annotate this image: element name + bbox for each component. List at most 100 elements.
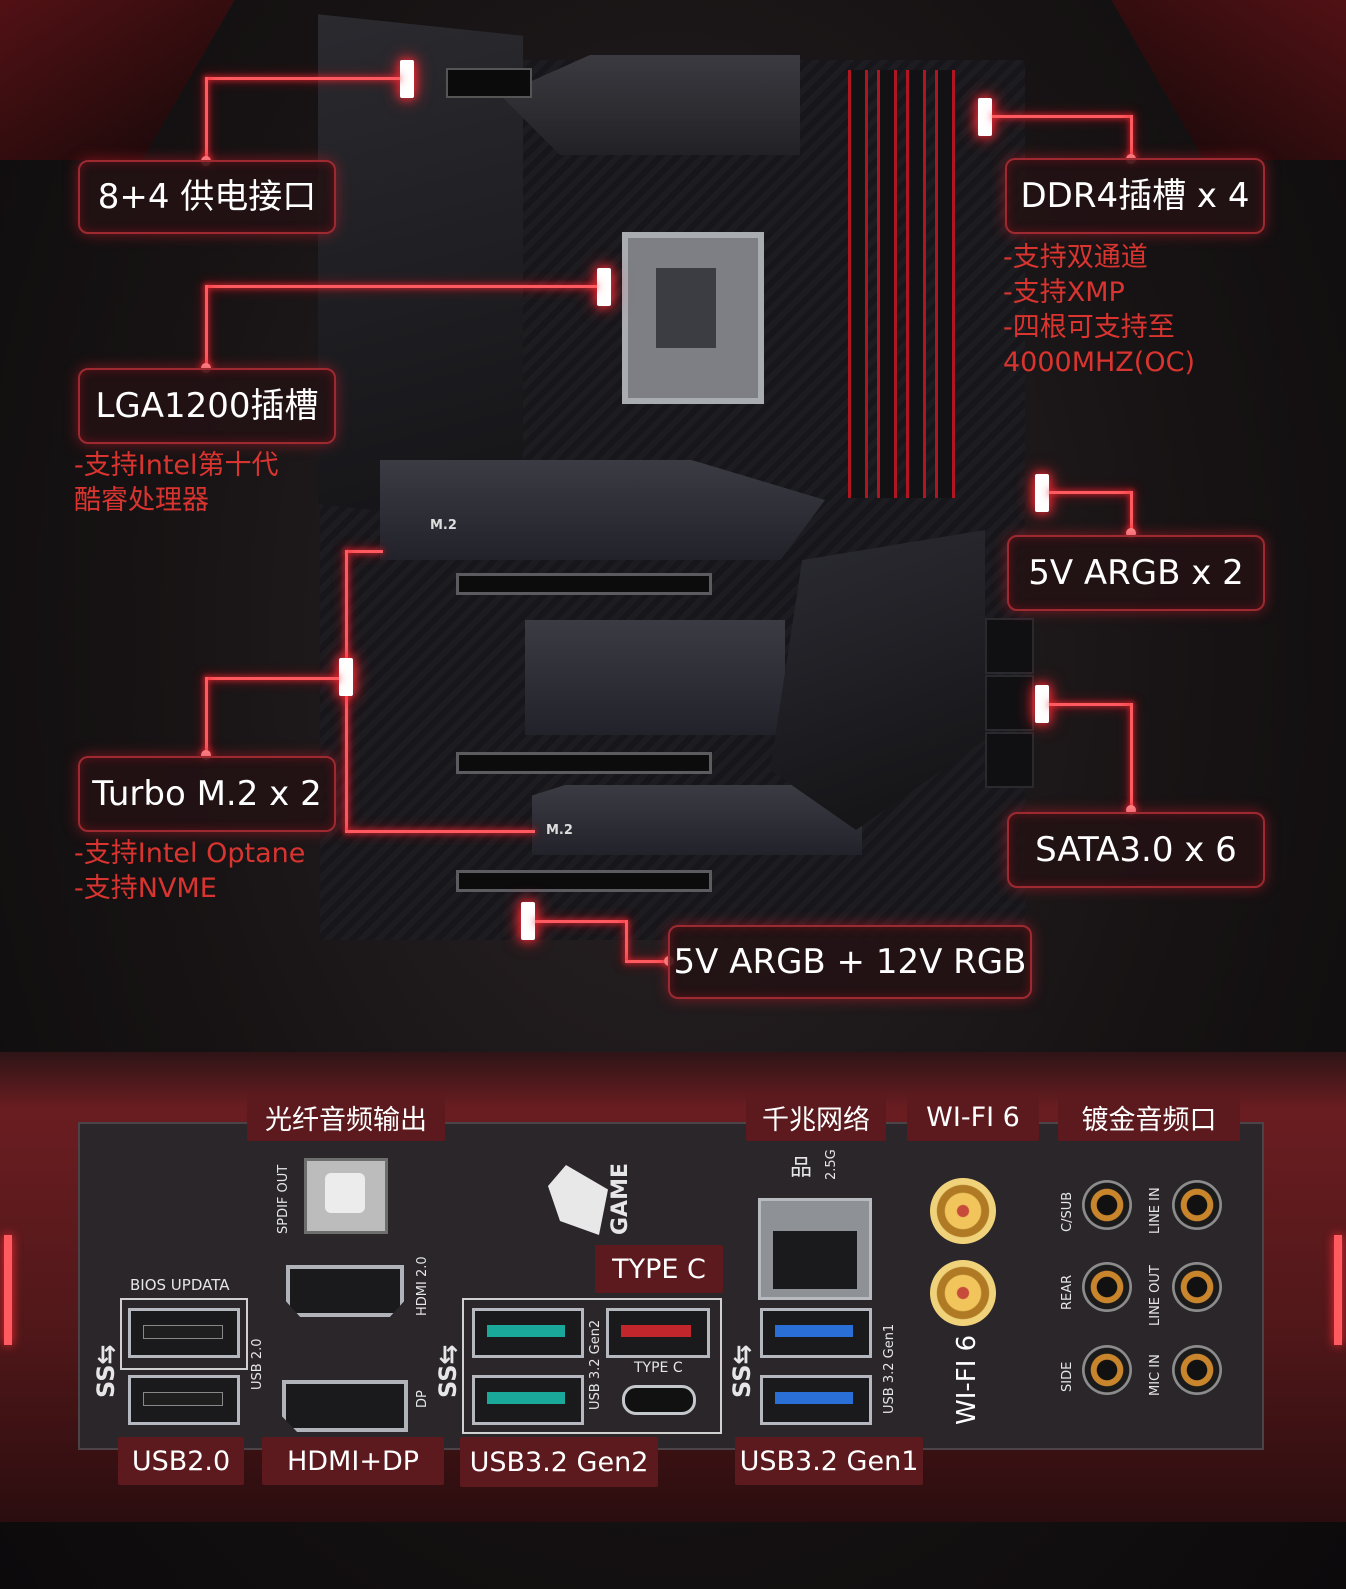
callout-line [625,920,628,962]
callout-line [1049,491,1133,494]
usb32-gen1-port [760,1375,872,1425]
optical-audio-tag: 光纤音频输出 [247,1093,445,1141]
callout-line [205,77,208,162]
ddr4-slot-tag: DDR4插槽 x 4 [1005,158,1265,234]
dimm-slot [935,70,955,498]
spdif-port [304,1158,388,1234]
lan-tag: 千兆网络 [746,1093,886,1141]
lan-speed-silk: 2.5G [824,1149,839,1180]
chipset-heatsink [525,620,785,735]
wifi-antenna-connector [930,1178,996,1244]
wifi-silk: WI-FI 6 [952,1334,982,1425]
callout-line [1130,703,1133,808]
callout-line [345,830,535,833]
gen2-silk: USB 3.2 Gen2 [588,1319,603,1410]
ddr4-note-4: 4000MHZ(OC) [1003,347,1195,378]
callout-line [205,285,597,288]
gen1-silk: USB 3.2 Gen1 [882,1323,897,1414]
csub-silk: C/SUB [1060,1191,1075,1232]
usb32-gen2-port [472,1308,584,1358]
callout-dot [201,750,211,760]
callout-line [992,115,1132,118]
m2-note-1: -支持Intel Optane [74,838,306,869]
audio-jack-side [1082,1345,1132,1395]
network-icon: 品 [790,1156,813,1181]
callout-marker [400,60,414,98]
sata-port [985,732,1034,788]
wifi-tag: WI-FI 6 [907,1093,1039,1141]
callout-marker [1035,685,1049,723]
ddr4-note-1: -支持双通道 [1003,242,1148,273]
callout-line [1130,115,1133,160]
cpu-socket-tag: LGA1200插槽 [78,368,336,444]
line-in-silk: LINE IN [1148,1187,1163,1234]
callout-dot [1126,805,1136,815]
bios-port-outline [120,1298,248,1370]
m2-heatsink-bottom: M.2 [532,785,862,855]
callout-dot [1126,528,1136,538]
usb20-tag: USB2.0 [118,1437,244,1485]
pcie-slot [456,870,712,892]
callout-line [205,77,400,80]
brand-silk: GAME [608,1162,633,1235]
cpu-socket [622,232,764,404]
m2-slot-tag: Turbo M.2 x 2 [78,756,336,832]
bios-update-silk: BIOS UPDATA [130,1276,230,1294]
audio-jack-csub [1082,1180,1132,1230]
argb-header-tag: 5V ARGB x 2 [1007,535,1265,611]
usb-typec-port [622,1385,696,1415]
usb20-bios-port [128,1308,240,1358]
callout-line [345,550,383,553]
side-silk: SIDE [1060,1361,1075,1392]
pcie-slot [456,573,712,595]
gen2-group-outline [462,1298,722,1434]
line-out-silk: LINE OUT [1148,1265,1163,1326]
callout-line [205,677,339,680]
audio-jack-line-in [1172,1180,1222,1230]
dimm-slot [906,70,926,498]
superspeed-icon: SS⇆ [434,1344,462,1398]
spdif-silk: SPDIF OUT [276,1164,291,1234]
wifi-antenna-connector [930,1260,996,1326]
callout-line [625,960,670,963]
dimm-slot [848,70,868,498]
superspeed-icon: SS⇆ [92,1344,120,1398]
hdmi-port [286,1265,404,1317]
lga-note-2: 酷睿处理器 [74,485,209,516]
ethernet-port [758,1198,872,1300]
callout-line [535,920,627,923]
power-connector-tag: 8+4 供电接口 [78,160,336,234]
callout-marker [521,902,535,940]
lga-note-1: -支持Intel第十代 [74,450,279,481]
typec-tag: TYPE C [595,1245,723,1293]
audio-jack-mic-in [1172,1345,1222,1395]
dimm-slot [877,70,897,498]
corner-decoration-left [0,0,258,160]
callout-marker [1035,474,1049,512]
usb20-port [128,1375,240,1425]
corner-decoration-right [1088,0,1346,160]
side-accent-right [1334,1235,1342,1345]
callout-line [205,285,208,370]
hdmi-dp-tag: HDMI+DP [262,1437,444,1485]
usb20-silk: USB 2.0 [250,1338,265,1391]
sata-port [985,675,1034,731]
audio-jack-tag: 镀金音频口 [1058,1093,1240,1141]
m2-silk-label: M.2 [430,518,457,533]
typec-silk: TYPE C [634,1360,683,1376]
hdmi-silk: HDMI 2.0 [415,1256,430,1316]
callout-line [1130,491,1133,533]
side-accent-left [4,1235,12,1345]
audio-jack-line-out [1172,1262,1222,1312]
rgb-header-tag: 5V ARGB + 12V RGB [668,925,1032,999]
usb32-gen1-port [760,1308,872,1358]
usb32-gen2-tag: USB3.2 Gen2 [460,1437,658,1487]
mic-in-silk: MIC IN [1148,1354,1163,1396]
m2-note-2: -支持NVME [74,873,217,904]
pcie-slot [456,752,712,774]
rear-silk: REAR [1060,1274,1075,1310]
callout-line [205,677,208,755]
usb32-gen2-red-port [606,1308,710,1358]
callout-marker [597,268,611,306]
